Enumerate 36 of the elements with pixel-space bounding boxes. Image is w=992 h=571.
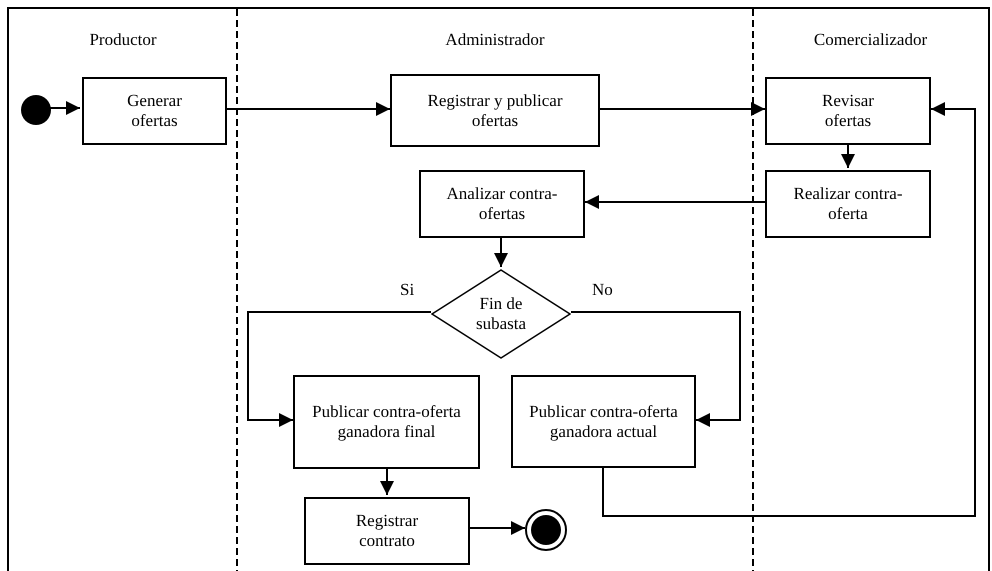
node-label: Fin de subasta (474, 294, 528, 334)
activity-box (419, 170, 585, 238)
node-label: Generar ofertas (126, 91, 183, 131)
arrow (841, 143, 855, 168)
activity-box (390, 74, 600, 147)
arrow (602, 102, 976, 517)
node-label: Registrar contrato (354, 511, 420, 551)
activity-box (765, 77, 931, 145)
arrow (585, 195, 765, 209)
lane-title: Administrador (444, 29, 546, 51)
start-node (21, 95, 51, 125)
node-label: Publicar contra-oferta ganadora final (311, 402, 462, 442)
arrow (380, 467, 394, 495)
lane-title: Comercializador (812, 29, 928, 51)
swimlane (753, 7, 990, 571)
arrow (49, 101, 80, 115)
node-label: Analizar contra-ofertas (446, 184, 558, 224)
node-label: Registrar y publicar ofertas (426, 90, 564, 130)
end-node (525, 509, 567, 551)
arrow (600, 102, 765, 116)
node-label: Revisar ofertas (821, 91, 875, 131)
arrow (247, 311, 431, 427)
node-label: Publicar contra-oferta ganadora actual (528, 402, 679, 442)
arrow (225, 102, 390, 116)
activity-box (304, 497, 470, 565)
activity-box (82, 77, 227, 145)
swimlane (7, 7, 237, 571)
arrow (571, 311, 741, 427)
activity-box (511, 375, 696, 468)
decision-diamond (431, 269, 571, 359)
arrow (494, 236, 508, 267)
activity-box (765, 170, 931, 238)
activity-box (293, 375, 480, 469)
node-label: Realizar contra-oferta (792, 184, 904, 224)
lane-title: Productor (88, 29, 158, 51)
arrow (470, 521, 525, 535)
